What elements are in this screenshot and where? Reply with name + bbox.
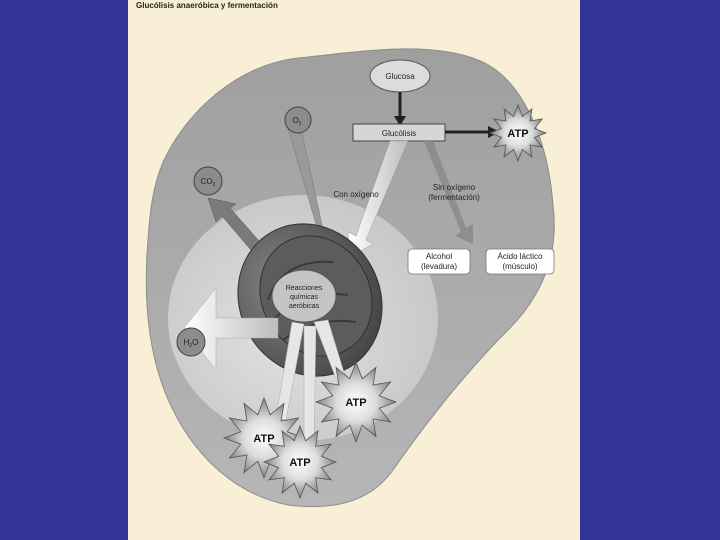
without-oxygen-label-1: Sin oxígeno — [433, 183, 476, 192]
content-panel: Glucosa Glucólisis Reacciones químicas a… — [128, 0, 580, 540]
reactions-label-3: aeróbicas — [289, 303, 320, 310]
without-oxygen-label-2: (fermentación) — [428, 193, 480, 202]
with-oxygen-label: Con oxígeno — [333, 190, 379, 199]
alcohol-label-1: Alcohol — [426, 252, 452, 261]
arrow-atp-out-3 — [304, 326, 316, 444]
atp-label: ATP — [253, 433, 274, 445]
glycolysis-label: Glucólisis — [382, 129, 416, 138]
atp-label: ATP — [507, 128, 528, 140]
atp-label: ATP — [289, 457, 310, 469]
reactions-label-1: Reacciones — [286, 285, 323, 292]
alcohol-label-2: (levadura) — [421, 262, 457, 271]
lactic-acid-label-1: Ácido láctico — [498, 252, 543, 261]
reactions-label-2: químicas — [290, 294, 319, 301]
page-title: Glucólisis anaeróbica y fermentación — [136, 1, 278, 10]
lactic-acid-label-2: (músculo) — [502, 262, 537, 271]
glucose-label: Glucosa — [385, 72, 415, 81]
glycolysis-diagram: Glucosa Glucólisis Reacciones químicas a… — [128, 0, 580, 540]
atp-label: ATP — [345, 397, 366, 409]
water-node — [177, 328, 205, 356]
